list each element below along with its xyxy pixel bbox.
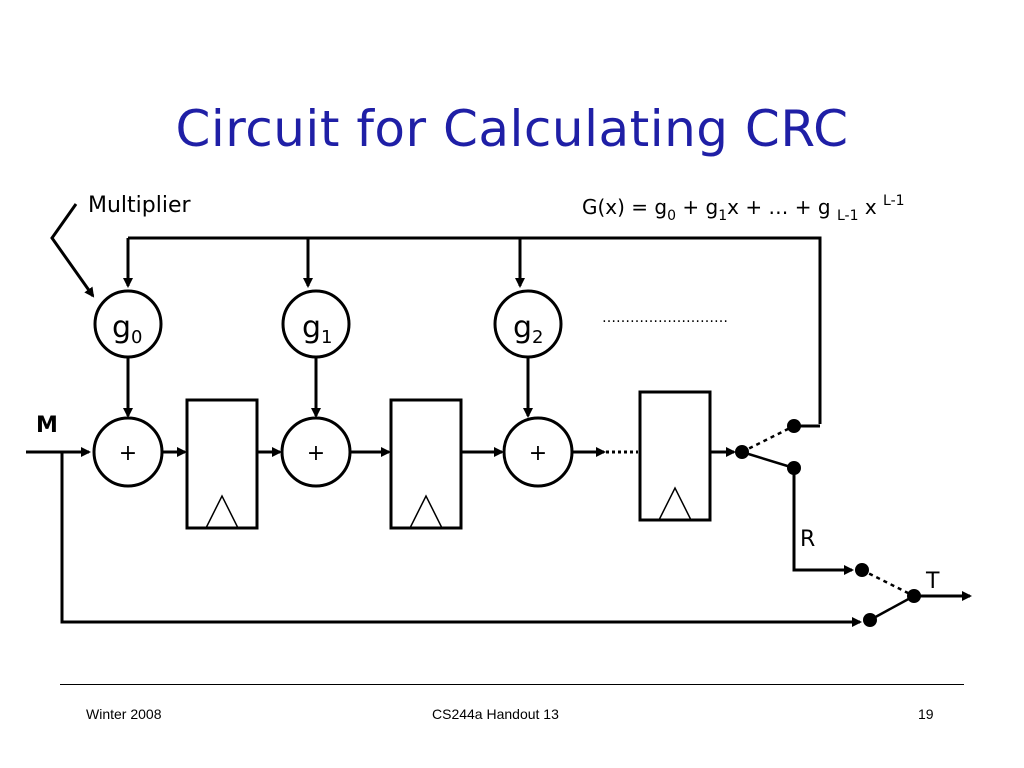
footer-date: Winter 2008	[86, 706, 162, 722]
register-stage-0	[185, 398, 259, 530]
multiplier-ellipsis: ………………………	[602, 310, 728, 326]
svg-text:+: +	[307, 441, 325, 466]
register-stage-last	[638, 390, 712, 522]
message-bypass-path	[60, 452, 862, 627]
polynomial-formula: G(x) = g0 + g1x + … + g L-1 x L-1	[582, 193, 905, 224]
footer-page-number: 19	[918, 706, 934, 722]
svg-text:g0: g0	[112, 310, 143, 348]
adder-2: +	[502, 416, 574, 488]
multiplier-pointer	[50, 203, 95, 298]
switch-1	[735, 419, 801, 475]
multiplier-g2: g2	[493, 289, 563, 359]
register-stage-1	[389, 398, 463, 530]
input-label-m: M	[36, 413, 58, 438]
remainder-path	[792, 468, 854, 575]
adder-1: +	[280, 416, 352, 488]
svg-text:g1: g1	[302, 310, 333, 348]
footer-course: CS244a Handout 13	[432, 706, 559, 722]
switch-label-r: R	[800, 527, 815, 552]
multiplier-g0: g0	[93, 289, 163, 359]
adder-0: +	[92, 416, 164, 488]
page-title: Circuit for Calculating CRC	[175, 100, 849, 158]
multiplier-g1: g1	[281, 289, 351, 359]
svg-text:+: +	[529, 441, 547, 466]
footer-divider	[60, 684, 964, 685]
output-label-t: T	[925, 569, 940, 594]
switch-2	[855, 563, 921, 627]
multiplier-label: Multiplier	[88, 193, 192, 218]
svg-text:+: +	[119, 441, 137, 466]
svg-text:g2: g2	[513, 310, 544, 348]
feedback-bus	[128, 236, 822, 424]
